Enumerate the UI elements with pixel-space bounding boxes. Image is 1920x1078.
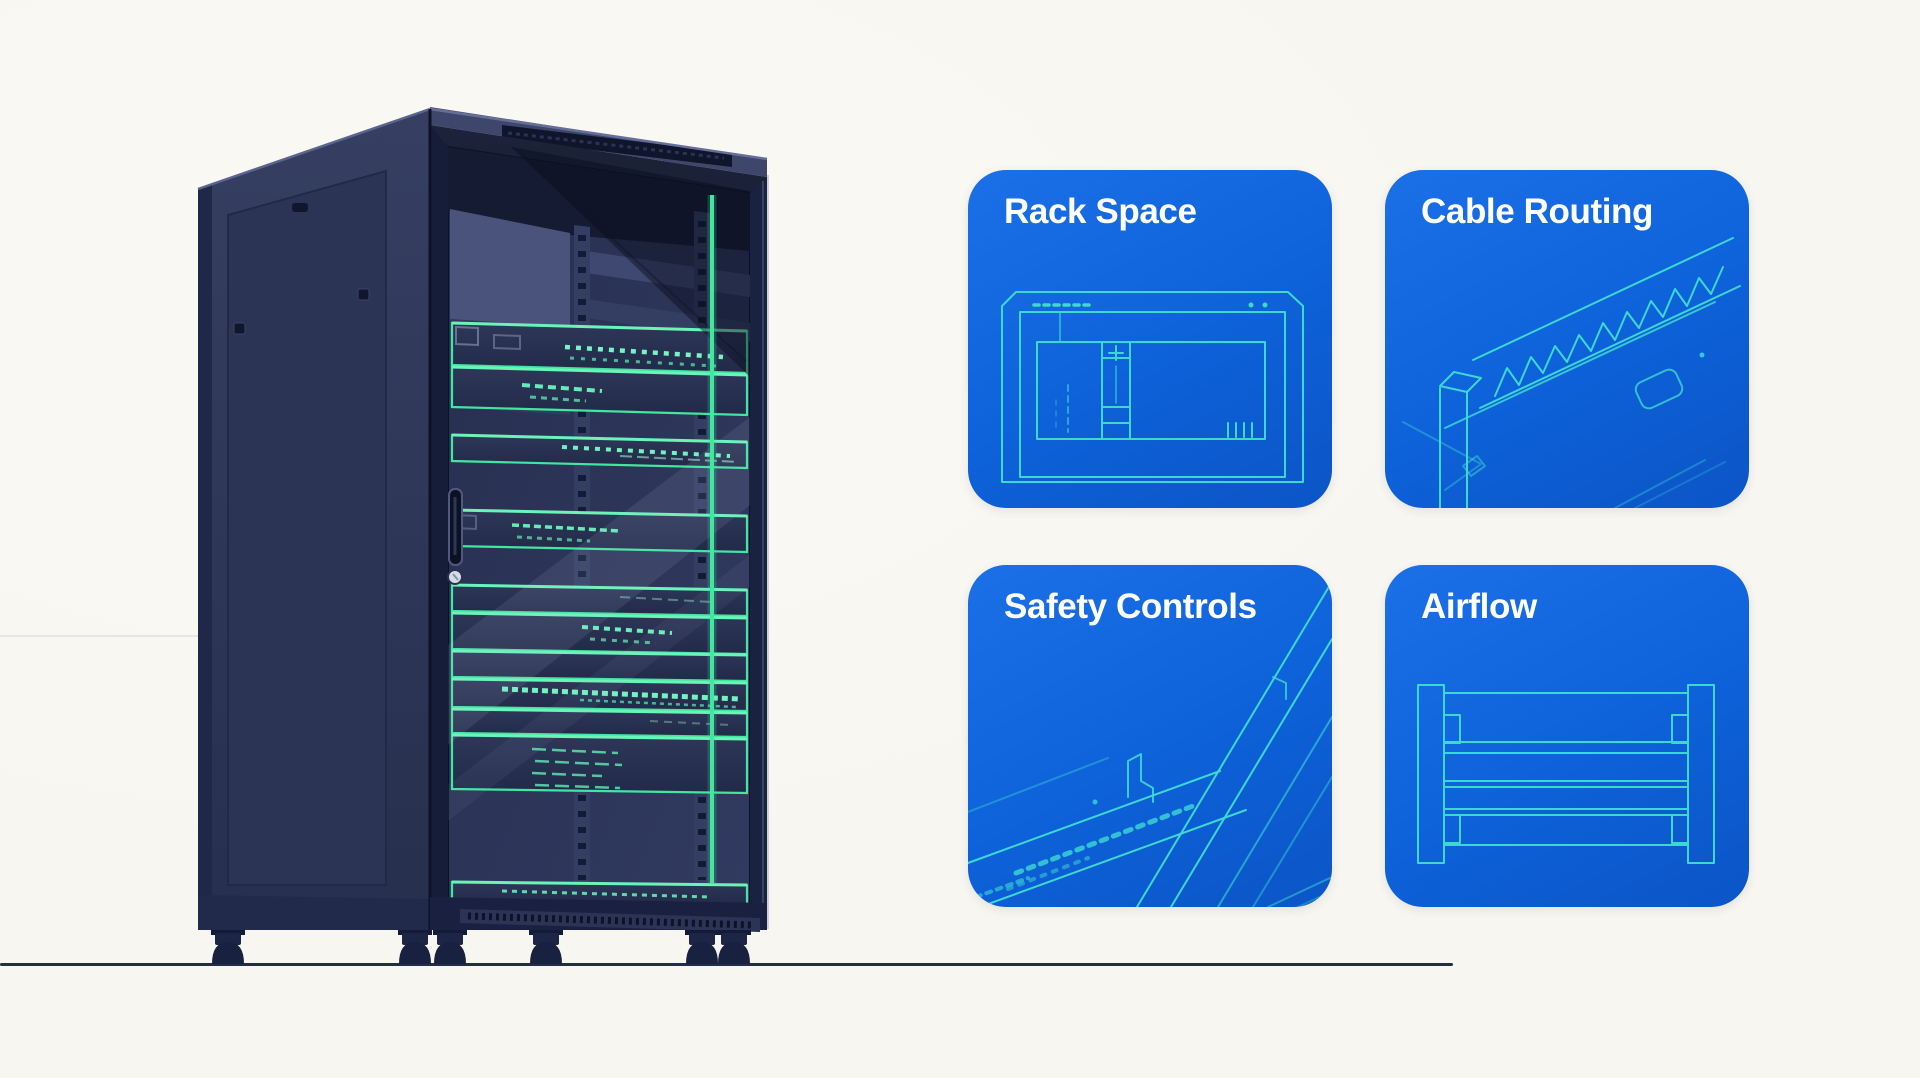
server-rack-illustration: [150, 85, 810, 985]
feature-card-airflow: Airflow: [1385, 565, 1749, 907]
wall-line: [0, 635, 198, 637]
card-title: Safety Controls: [1004, 587, 1257, 626]
card-title: Airflow: [1421, 587, 1537, 626]
cable-tray-blueprint-icon: [1402, 237, 1741, 508]
server-rack-icon: [197, 107, 769, 964]
card-title: Rack Space: [1004, 192, 1197, 231]
rack-front-blueprint-icon: [1001, 291, 1304, 483]
feature-card-cable-routing: Cable Routing: [1385, 170, 1749, 508]
airflow-frame-blueprint-icon: [1417, 684, 1715, 864]
floor-line: [0, 963, 1453, 966]
card-title: Cable Routing: [1421, 192, 1654, 231]
feature-card-rack-space: Rack Space: [968, 170, 1332, 508]
feature-card-safety-controls: Safety Controls: [968, 565, 1332, 907]
safety-structure-blueprint-icon: [968, 584, 1332, 907]
